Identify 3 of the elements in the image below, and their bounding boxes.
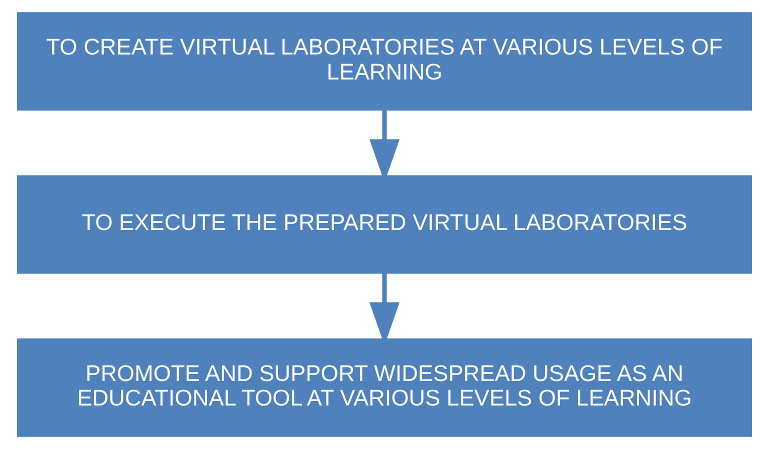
node-box: TO CREATE VIRTUAL LABORATORIES AT VARIOUS LEVELS OF LEARNING — [16, 12, 752, 111]
node-box: TO EXECUTE THE PREPARED VIRTUAL LABORATORIES — [16, 175, 752, 274]
node-box: PROMOTE AND SUPPORT WIDESPREAD USAGE AS AN EDUCATIONAL TOOL AT VARIOUS LEVELS OF LEARNING — [16, 338, 752, 437]
